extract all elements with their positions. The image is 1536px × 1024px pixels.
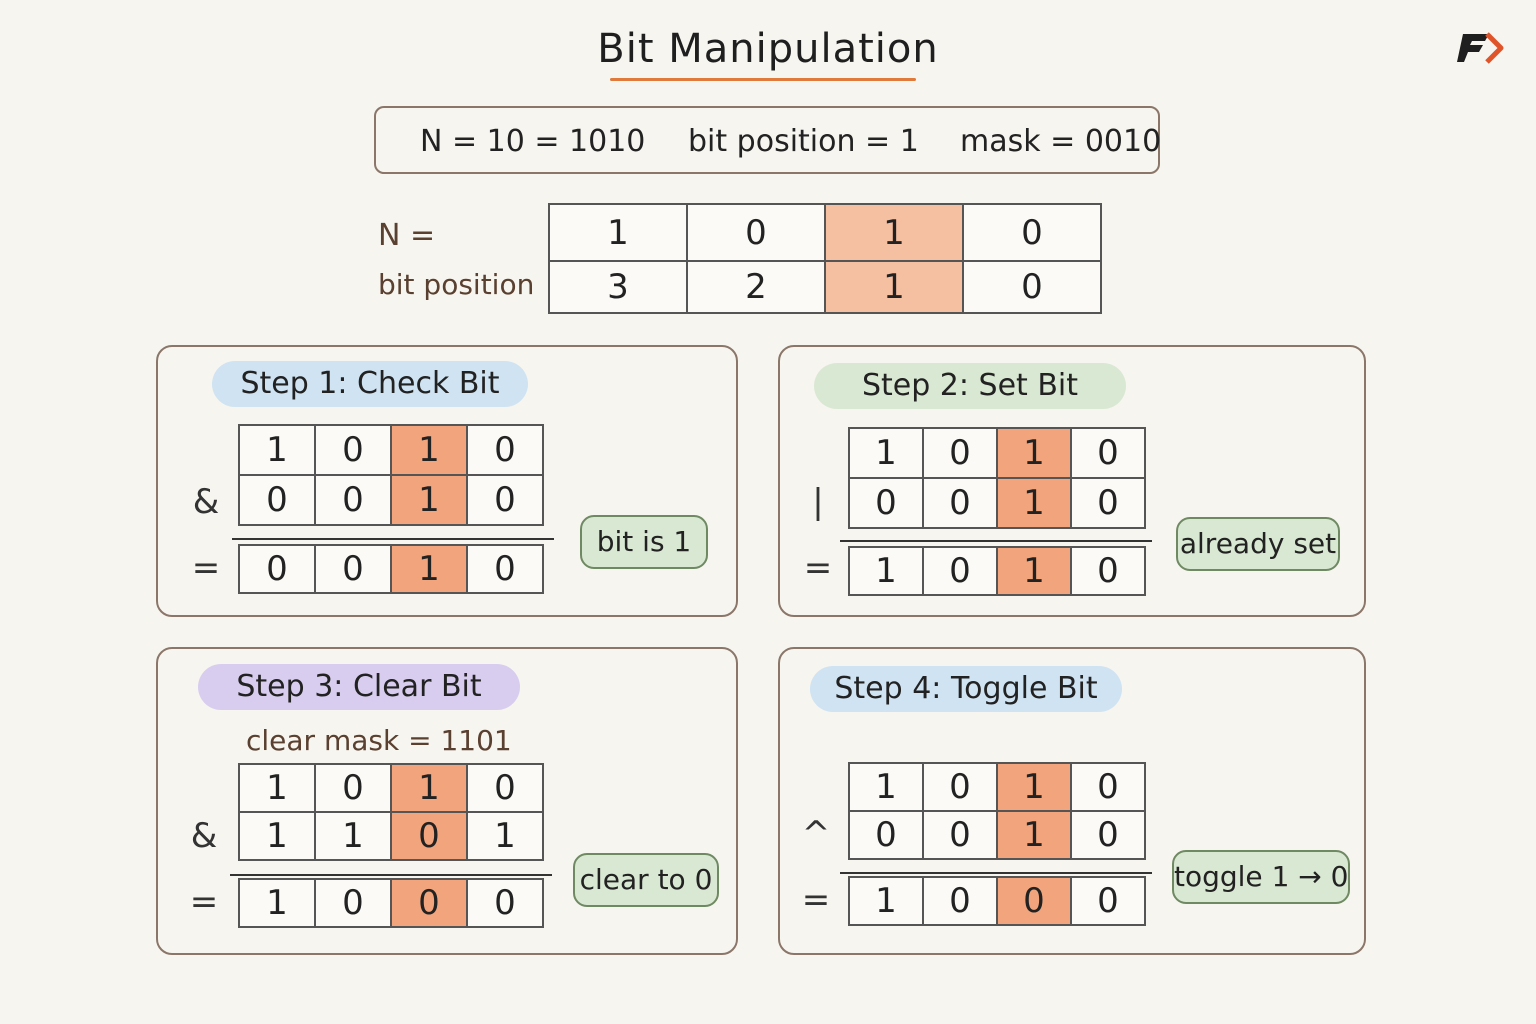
bit-cell: 0 (314, 763, 392, 813)
result-cell-highlighted: 1 (996, 546, 1072, 596)
bit-cell: 0 (1070, 427, 1146, 479)
n-bit-cell-highlighted: 1 (824, 203, 964, 262)
bit-cell: 0 (1070, 762, 1146, 812)
bit-cell: 1 (314, 811, 392, 861)
result-cell-highlighted: 0 (996, 876, 1072, 926)
step1-operand-table: 1 0 1 0 0 0 1 0 (238, 424, 544, 526)
bit-cell: 0 (848, 477, 924, 529)
step2-result-table: 1 0 1 0 (848, 546, 1146, 596)
bit-cell: 0 (922, 427, 998, 479)
bit-cell: 0 (848, 810, 924, 860)
result-cell: 0 (922, 546, 998, 596)
result-cell: 0 (466, 544, 544, 594)
bit-cell: 0 (1070, 810, 1146, 860)
bit-cell: 1 (848, 762, 924, 812)
bit-cell: 1 (238, 811, 316, 861)
equals-sign: = (189, 882, 219, 922)
step1-note: bit is 1 (580, 515, 708, 569)
position-cell: 3 (548, 260, 688, 314)
bit-cell: 0 (314, 474, 392, 526)
step4-note: toggle 1 → 0 (1172, 850, 1350, 904)
step2-note: already set (1176, 517, 1340, 571)
result-rule (230, 874, 552, 876)
bit-cell: 0 (466, 474, 544, 526)
step4-title: Step 4: Toggle Bit (810, 666, 1122, 712)
result-rule (840, 872, 1152, 874)
bit-cell: 1 (466, 811, 544, 861)
bit-cell: 1 (238, 763, 316, 813)
position-cell: 2 (686, 260, 826, 314)
step3-panel (156, 647, 738, 955)
result-cell: 0 (1070, 546, 1146, 596)
n-bit-cell: 0 (962, 203, 1102, 262)
bit-cell-highlighted: 1 (390, 474, 468, 526)
bit-cell: 0 (922, 477, 998, 529)
result-rule (840, 540, 1152, 542)
and-operator: & (190, 816, 218, 856)
bit-cell-highlighted: 0 (390, 811, 468, 861)
result-rule (232, 538, 554, 540)
equals-sign: = (803, 548, 833, 588)
bit-cell: 1 (238, 424, 316, 476)
result-cell-highlighted: 0 (390, 878, 468, 928)
and-operator: & (192, 482, 220, 522)
result-cell: 0 (314, 878, 392, 928)
result-cell: 1 (848, 546, 924, 596)
bit-cell-highlighted: 1 (390, 424, 468, 476)
bit-position-row-label: bit position (378, 268, 535, 301)
step4-panel (778, 647, 1366, 955)
step1-panel (156, 345, 738, 617)
step4-result-table: 1 0 0 0 (848, 876, 1146, 926)
step2-operand-table: 1 0 1 0 0 0 1 0 (848, 427, 1146, 529)
bit-cell: 0 (922, 810, 998, 860)
page-title: Bit Manipulation (597, 26, 939, 72)
bit-cell: 0 (314, 424, 392, 476)
bit-cell-highlighted: 1 (390, 763, 468, 813)
xor-operator: ^ (801, 814, 831, 854)
bit-cell: 0 (922, 762, 998, 812)
position-cell: 0 (962, 260, 1102, 314)
title-underline (610, 78, 916, 81)
n-row-label: N = (378, 218, 436, 253)
step3-subtitle: clear mask = 1101 (246, 724, 512, 757)
result-cell: 0 (238, 544, 316, 594)
bit-cell: 0 (238, 474, 316, 526)
n-bits-table: 1 0 1 0 3 2 1 0 (548, 203, 1102, 314)
equals-sign: = (801, 880, 831, 920)
step3-note: clear to 0 (573, 853, 719, 907)
position-cell-highlighted: 1 (824, 260, 964, 314)
step1-title: Step 1: Check Bit (212, 361, 528, 407)
step2-title: Step 2: Set Bit (814, 363, 1126, 409)
bit-cell-highlighted: 1 (996, 762, 1072, 812)
step3-title: Step 3: Clear Bit (198, 664, 520, 710)
result-cell: 1 (848, 876, 924, 926)
step4-operand-table: 1 0 1 0 0 0 1 0 (848, 762, 1146, 860)
bit-cell: 0 (466, 763, 544, 813)
step3-operand-table: 1 0 1 0 1 1 0 1 (238, 763, 544, 861)
bit-cell-highlighted: 1 (996, 477, 1072, 529)
step1-result-table: 0 0 1 0 (238, 544, 544, 594)
step3-result-table: 1 0 0 0 (238, 878, 544, 928)
n-bit-cell: 1 (548, 203, 688, 262)
bit-cell: 0 (1070, 477, 1146, 529)
result-cell: 0 (922, 876, 998, 926)
or-operator: | (812, 482, 824, 522)
equals-sign: = (191, 548, 221, 588)
definition-box: N = 10 = 1010 bit position = 1 mask = 00… (374, 106, 1162, 174)
bit-cell-highlighted: 1 (996, 810, 1072, 860)
result-cell: 0 (1070, 876, 1146, 926)
bit-cell-highlighted: 1 (996, 427, 1072, 479)
bit-cell: 1 (848, 427, 924, 479)
n-definition: N = 10 = 1010 (420, 124, 646, 159)
bit-position-definition: bit position = 1 (688, 124, 919, 159)
result-cell-highlighted: 1 (390, 544, 468, 594)
result-cell: 0 (314, 544, 392, 594)
result-cell: 0 (466, 878, 544, 928)
bit-cell: 0 (466, 424, 544, 476)
step2-panel (778, 345, 1366, 617)
result-cell: 1 (238, 878, 316, 928)
brand-logo-icon (1457, 32, 1504, 64)
n-bit-cell: 0 (686, 203, 826, 262)
mask-definition: mask = 0010 (960, 124, 1162, 159)
